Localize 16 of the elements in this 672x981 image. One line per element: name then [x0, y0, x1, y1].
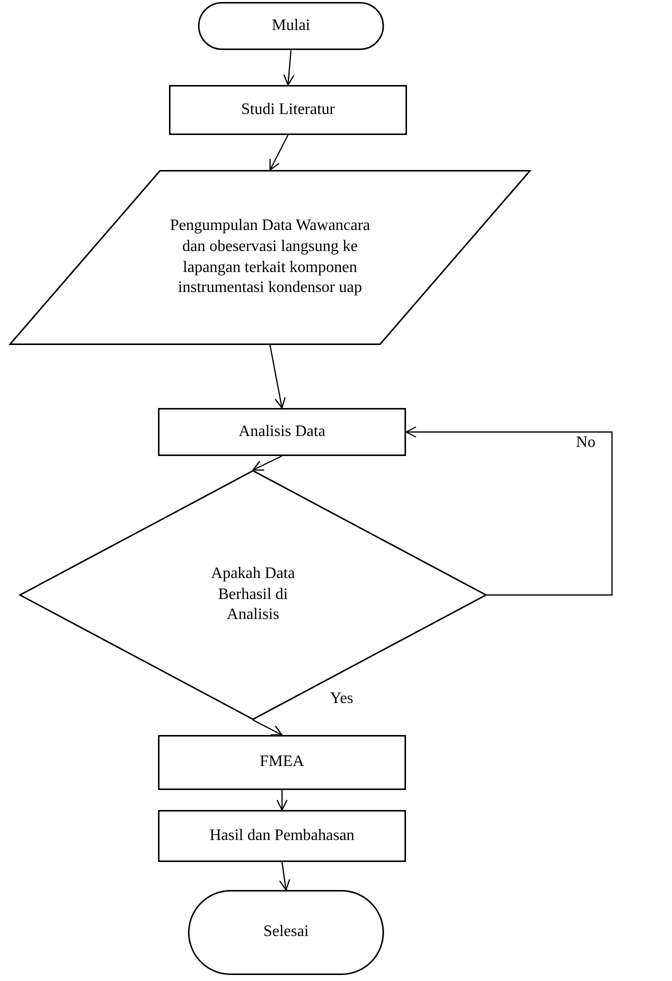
node-label: Selesai	[262, 922, 310, 942]
node-label: Hasil dan Pembahasan	[208, 826, 356, 846]
arrow	[405, 426, 613, 596]
arrow	[252, 719, 283, 736]
arrow	[269, 134, 289, 171]
arrow	[252, 455, 282, 471]
node-label: Studi Literatur	[240, 100, 336, 120]
arrow	[283, 50, 294, 86]
node-label: Analisis Data	[238, 422, 326, 442]
node-label: Mulai	[270, 16, 312, 36]
arrow	[269, 344, 286, 409]
node-label: Apakah Data Berhasil di Analisis	[210, 564, 296, 626]
arrow	[279, 862, 290, 891]
node-label: FMEA	[258, 752, 306, 772]
arrow	[276, 790, 288, 811]
node-label: Pengumpulan Data Wawancara dan obeservasi langsung ke lapangan terkait komponen instrumentasi kondensor uap	[168, 216, 372, 298]
